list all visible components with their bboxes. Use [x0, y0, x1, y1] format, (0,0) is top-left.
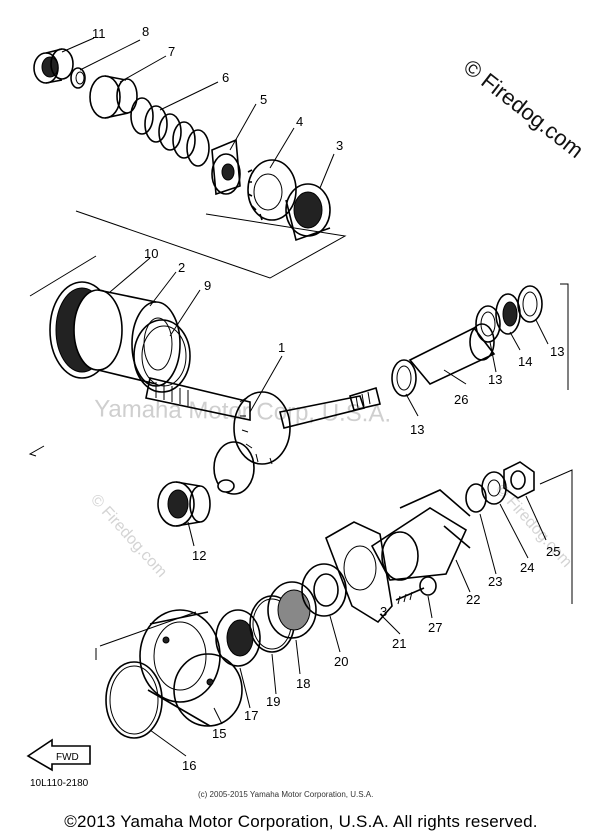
part-14-bearing: [495, 293, 521, 335]
callout-10: 10: [144, 246, 158, 261]
part-6-spring: [130, 97, 210, 167]
callout-3-lower: 3: [380, 604, 387, 619]
callout-1: 1: [278, 340, 285, 355]
callout-2: 2: [178, 260, 185, 275]
part-8-ring: [70, 67, 86, 89]
part-23-o-ring: [465, 483, 487, 513]
callout-3-top: 3: [336, 138, 343, 153]
callout-16: 16: [182, 758, 196, 773]
part-15-housing: [139, 609, 243, 727]
part-1-gear-shaft: [145, 377, 381, 495]
part-22-yoke: [370, 489, 471, 581]
callout-11: 11: [92, 26, 106, 41]
small-copyright: (c) 2005-2015 Yamaha Motor Corporation, …: [198, 790, 373, 799]
callout-20: 20: [334, 654, 348, 669]
part-4-gear: [247, 159, 297, 221]
part-12-bearing: [157, 481, 211, 527]
diagram-code: 10L110-2180: [30, 778, 89, 789]
right-bracket-line: [560, 283, 569, 390]
callout-19: 19: [266, 694, 280, 709]
part-25-nut: [503, 461, 535, 499]
part-3-bearing-top: [285, 183, 331, 242]
firedog-watermark-side: © Firedog.com: [459, 54, 588, 163]
part-13-shim-mid: [475, 305, 501, 343]
part-27-bolt: [395, 576, 437, 605]
callout-14: 14: [518, 354, 532, 369]
callout-27: 27: [428, 620, 442, 635]
part-20-seal: [301, 563, 347, 617]
part-7-collar: [89, 75, 138, 119]
part-21-gasket: [325, 521, 393, 624]
callout-23: 23: [488, 574, 502, 589]
top-assembly-outline: [75, 210, 347, 279]
callout-18: 18: [296, 676, 310, 691]
callout-labels: 11 8 7 6 5 4 3 10 2 9 1 14 13 13 26 13 1…: [92, 24, 564, 773]
fwd-label: FWD: [56, 752, 79, 763]
part-10-gear-ring: [49, 281, 123, 379]
callout-6: 6: [222, 70, 229, 85]
callout-22: 22: [466, 592, 480, 607]
callout-4: 4: [296, 114, 303, 129]
callout-24: 24: [520, 560, 534, 575]
callout-5: 5: [260, 92, 267, 107]
footer-copyright: ©2013 Yamaha Motor Corporation, U.S.A. A…: [64, 812, 538, 831]
part-16-o-ring: [105, 661, 163, 739]
callout-13-mid: 13: [488, 372, 502, 387]
middle-assembly-outline: [28, 255, 97, 457]
part-26-sleeve: [408, 323, 496, 385]
callout-15: 15: [212, 726, 226, 741]
callout-25: 25: [546, 544, 560, 559]
fwd-arrow-icon: FWD: [26, 738, 91, 772]
callout-9: 9: [204, 278, 211, 293]
part-24-washer: [481, 471, 507, 505]
part-13-shim-left: [391, 359, 417, 397]
callout-26: 26: [454, 392, 468, 407]
leader-lines: [61, 37, 549, 757]
part-5-dog-clutch: [211, 138, 241, 196]
callout-12: 12: [192, 548, 206, 563]
callout-21: 21: [392, 636, 406, 651]
part-18-seal: [267, 581, 317, 639]
callout-13-left: 13: [410, 422, 424, 437]
part-11-needle-bearing: [33, 48, 74, 84]
callout-7: 7: [168, 44, 175, 59]
part-13-shim-right: [517, 285, 543, 323]
callout-13-right: 13: [550, 344, 564, 359]
callout-8: 8: [142, 24, 149, 39]
callout-17: 17: [244, 708, 258, 723]
